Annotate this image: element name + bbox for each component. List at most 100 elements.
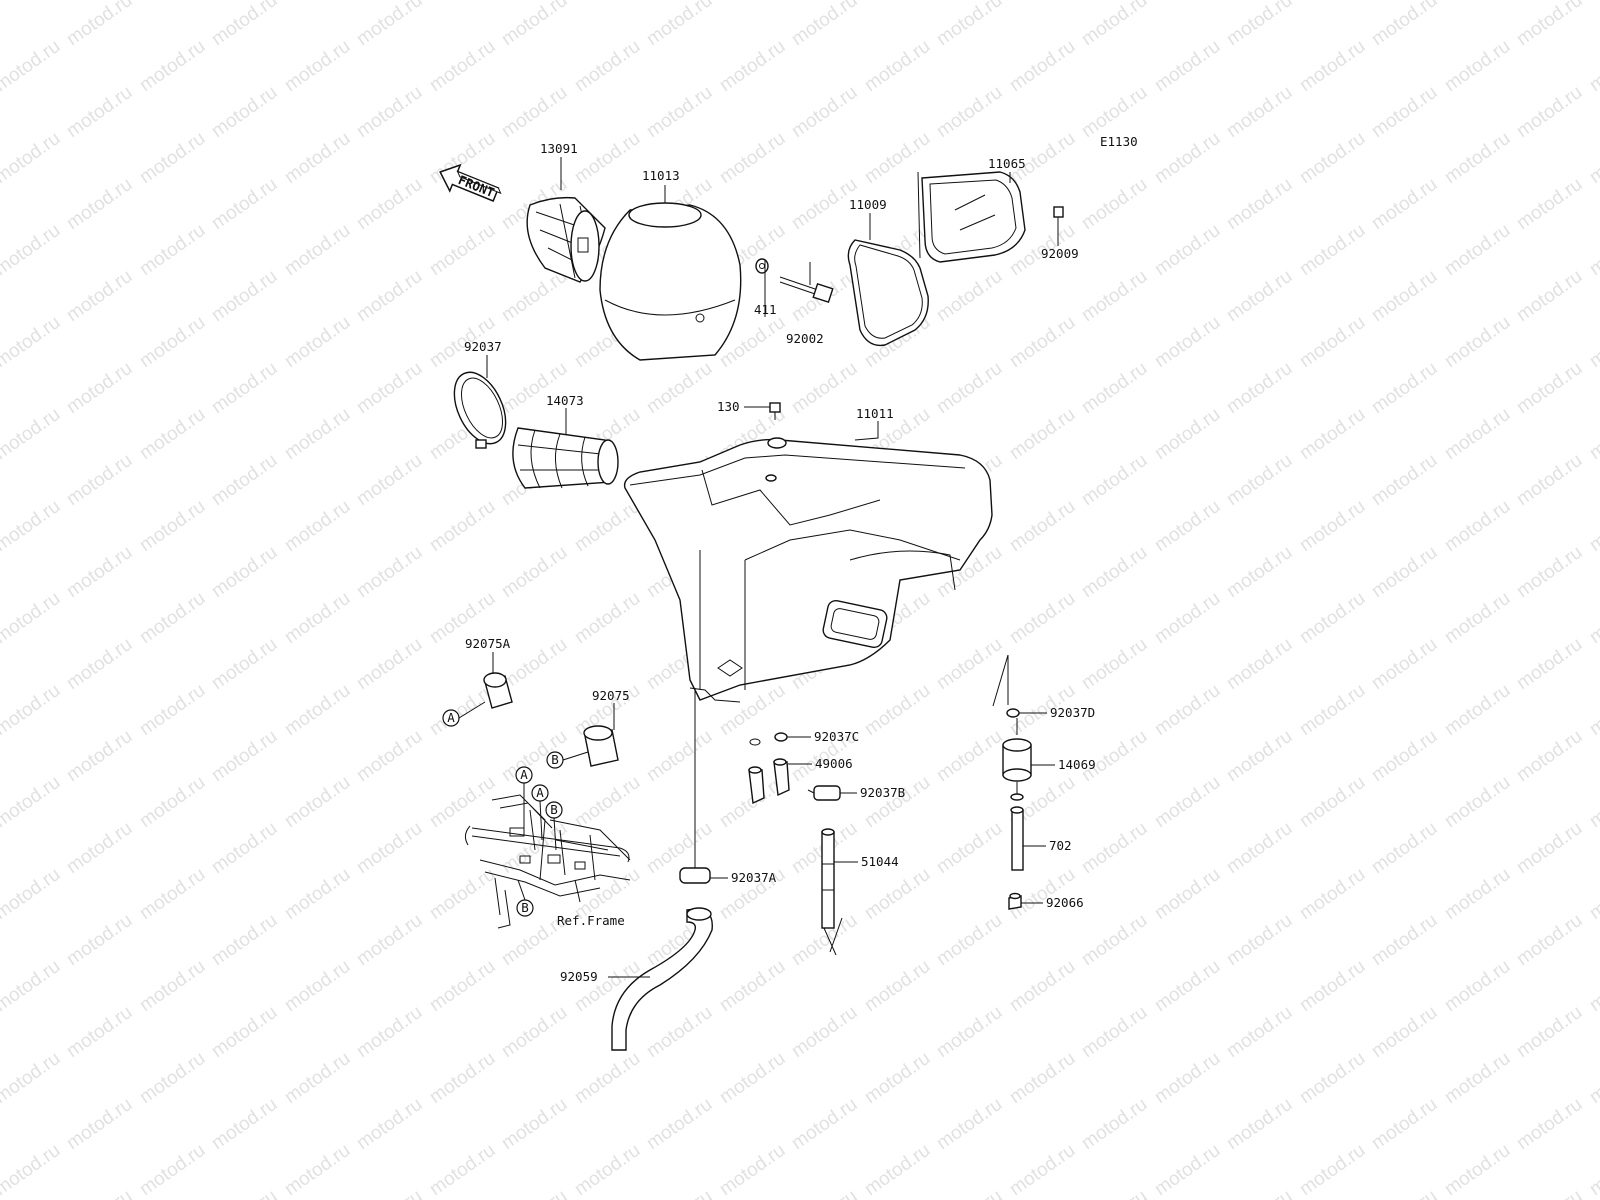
watermark-text: motod.ru (1368, 82, 1441, 142)
watermark-text: motod.ru (63, 818, 136, 878)
watermark-text: motod.ru (1296, 772, 1369, 832)
part-92037-clamp-drawing (453, 371, 507, 449)
label-11009: 11009 (849, 197, 887, 212)
watermark-text: motod.ru (1441, 956, 1514, 1016)
watermark-text: motod.ru (933, 1094, 1006, 1154)
watermark-text: motod.ru (0, 1140, 64, 1200)
watermark-text: motod.ru (788, 1002, 861, 1062)
watermark-text: motod.ru (136, 36, 209, 96)
watermark-text: motod.ru (861, 1140, 934, 1200)
watermark-text: motod.ru (1513, 358, 1586, 418)
watermark-text: motod.ru (1151, 0, 1224, 4)
watermark-text: motod.ru (1513, 1094, 1586, 1154)
watermark-text: motod.ru (788, 1186, 861, 1200)
watermark-text: motod.ru (0, 680, 64, 740)
watermark-text: motod.ru (353, 1002, 426, 1062)
watermark-text: motod.ru (1441, 404, 1514, 464)
watermark-text: motod.ru (281, 588, 354, 648)
watermark-text: motod.ru (281, 128, 354, 188)
part-11065-cover-drawing (917, 171, 1026, 263)
watermark-text: motod.ru (63, 266, 136, 326)
watermark-text: motod.ru (1586, 588, 1600, 648)
watermark-text: motod.ru (1296, 36, 1369, 96)
watermark-text: motod.ru (498, 1186, 571, 1200)
watermark-text: motod.ru (1441, 680, 1514, 740)
watermark-text: motod.ru (498, 1094, 571, 1154)
label-92075A: 92075A (465, 636, 511, 651)
watermark-text: motod.ru (1151, 588, 1224, 648)
watermark-text: motod.ru (136, 0, 209, 4)
watermark-text: motod.ru (1223, 634, 1296, 694)
label-92066: 92066 (1046, 895, 1084, 910)
part-92002-stud-drawing (779, 276, 834, 304)
watermark-text: motod.ru (281, 404, 354, 464)
label-92037D: 92037D (1050, 705, 1095, 720)
watermark-text: motod.ru (63, 0, 136, 50)
label-14073: 14073 (546, 393, 584, 408)
watermark-text: motod.ru (353, 82, 426, 142)
watermark-text: motod.ru (63, 542, 136, 602)
watermark-text: motod.ru (1223, 910, 1296, 970)
watermark-text: motod.ru (1078, 358, 1151, 418)
watermark-text: motod.ru (63, 634, 136, 694)
watermark-text: motod.ru (1368, 1002, 1441, 1062)
watermark-text: motod.ru (1586, 680, 1600, 740)
watermark-text: motod.ru (498, 358, 571, 418)
label-51044: 51044 (861, 854, 899, 869)
watermark-text: motod.ru (1586, 1048, 1600, 1108)
watermark-text: motod.ru (1078, 0, 1151, 50)
watermark-text: motod.ru (353, 542, 426, 602)
label-13091: 13091 (540, 141, 578, 156)
label-92059: 92059 (560, 969, 598, 984)
label-130: 130 (717, 399, 740, 414)
label-49006: 49006 (815, 756, 853, 771)
watermark-text: motod.ru (933, 0, 1006, 50)
watermark-text: motod.ru (1441, 772, 1514, 832)
part-92037B-clamp-drawing (807, 785, 841, 801)
watermark-text: motod.ru (1296, 864, 1369, 924)
watermark-text: motod.ru (1223, 450, 1296, 510)
watermark-text: motod.ru (0, 36, 64, 96)
watermark-text: motod.ru (353, 266, 426, 326)
watermark-text: motod.ru (1296, 312, 1369, 372)
watermark-text: motod.ru (136, 864, 209, 924)
svg-text:A: A (447, 710, 455, 725)
watermark-text: motod.ru (353, 358, 426, 418)
watermark-text: motod.ru (571, 1140, 644, 1200)
watermark-text: motod.ru (933, 266, 1006, 326)
watermark-text: motod.ru (861, 772, 934, 832)
watermark-text: motod.ru (1151, 404, 1224, 464)
watermark-text: motod.ru (0, 588, 64, 648)
watermark-text: motod.ru (1586, 864, 1600, 924)
watermark-text: motod.ru (1006, 36, 1079, 96)
watermark-text: motod.ru (1586, 36, 1600, 96)
watermark-text: motod.ru (281, 36, 354, 96)
watermark-text: motod.ru (63, 1186, 136, 1200)
part-92037A-clamp-drawing (679, 688, 711, 884)
watermark-text: motod.ru (1223, 542, 1296, 602)
label-92037C: 92037C (814, 729, 859, 744)
ref-frame-drawing (464, 794, 631, 929)
watermark-text: motod.ru (498, 1002, 571, 1062)
watermark-text: motod.ru (716, 1140, 789, 1200)
part-411-nut-drawing (755, 258, 769, 274)
label-92002: 92002 (786, 331, 824, 346)
watermark-text: motod.ru (861, 1048, 934, 1108)
watermark-text: motod.ru (208, 1002, 281, 1062)
part-14069-separator-drawing (1002, 718, 1032, 801)
watermark-text: motod.ru (63, 1094, 136, 1154)
watermark-text: motod.ru (353, 726, 426, 786)
watermark-text: motod.ru (426, 1140, 499, 1200)
watermark-text: motod.ru (1513, 174, 1586, 234)
watermark-text: motod.ru (1223, 726, 1296, 786)
watermark-text: motod.ru (716, 1048, 789, 1108)
svg-text:B: B (551, 752, 559, 767)
watermark-text: motod.ru (426, 1048, 499, 1108)
watermark-text: motod.ru (1296, 0, 1369, 4)
watermark-text: motod.ru (1223, 266, 1296, 326)
part-92009-screw-drawing (1053, 206, 1064, 228)
watermark-text: motod.ru (353, 450, 426, 510)
watermark-text: motod.ru (571, 1048, 644, 1108)
watermark-text: motod.ru (136, 956, 209, 1016)
watermark-text: motod.ru (1441, 864, 1514, 924)
